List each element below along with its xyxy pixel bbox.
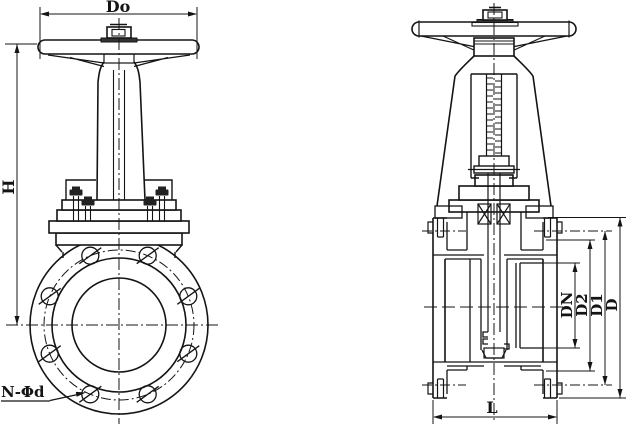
front-view: Do H N-Φd (0, 0, 218, 424)
dim-label-dn: DN (558, 291, 576, 318)
dim-label-do: Do (106, 0, 131, 16)
front-stem-column (65, 61, 173, 201)
dim-label-d1: D1 (588, 293, 606, 316)
dim-diameters: DN D2 D1 D (522, 217, 626, 399)
side-body-internals (469, 259, 543, 362)
callout-bolt-holes: N-Φd (1, 383, 86, 402)
dim-label-h: H (0, 179, 18, 194)
dim-label-bolt-holes: N-Φd (1, 383, 45, 401)
dim-h: H (0, 43, 37, 325)
dim-do: Do (39, 0, 198, 59)
front-gland-bolt-shafts (72, 196, 166, 221)
dim-label-d: D (603, 298, 621, 311)
dim-l: L (432, 398, 558, 424)
side-body-flanges (427, 212, 563, 399)
front-centerlines (6, 18, 218, 424)
packing-x-marks (477, 203, 511, 225)
dim-label-d2: D2 (573, 293, 591, 316)
dim-label-l: L (486, 398, 497, 417)
side-centerlines (422, 3, 612, 422)
side-view: DN D2 D1 D L (411, 3, 626, 424)
front-gland-bolts (69, 186, 169, 206)
